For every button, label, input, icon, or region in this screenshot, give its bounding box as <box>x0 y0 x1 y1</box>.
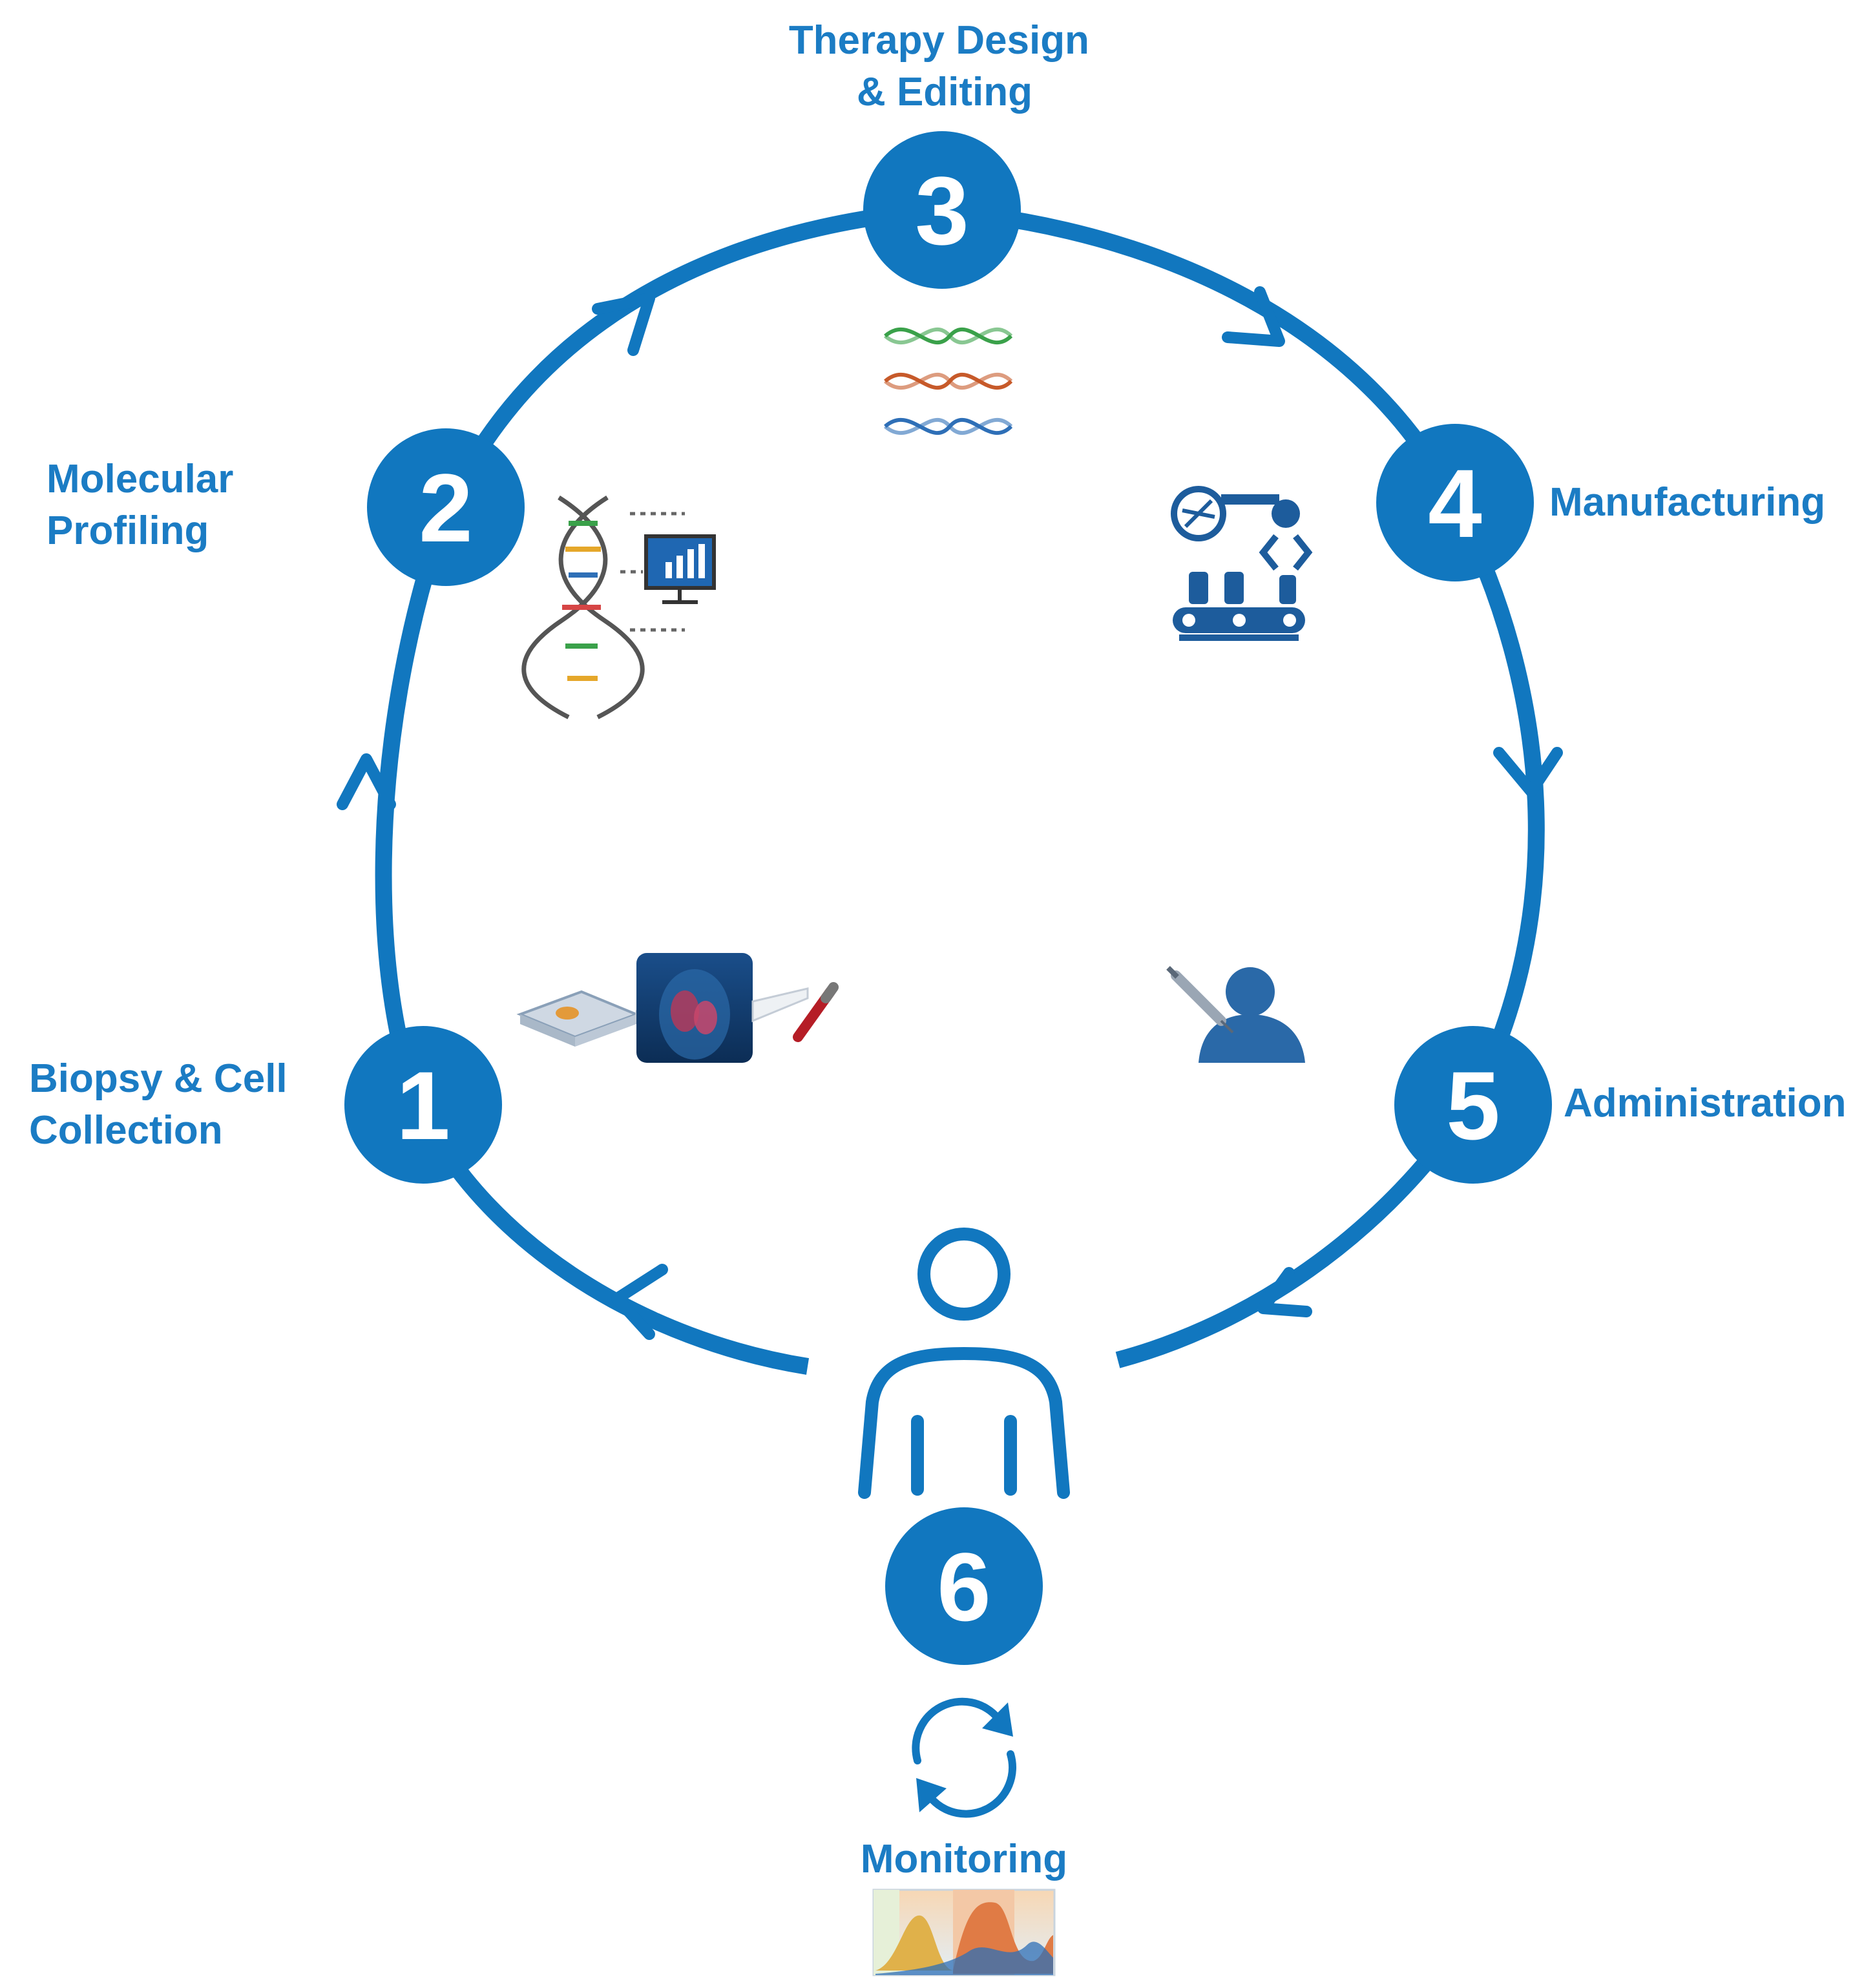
step-1-circle: 1 <box>344 1026 502 1184</box>
step-5-number: 5 <box>1446 1051 1500 1160</box>
step-2-circle: 2 <box>367 428 525 586</box>
step-2-number: 2 <box>419 454 472 562</box>
rna-strands-icon <box>884 327 1013 435</box>
arrow-down-left-icon <box>1257 1267 1312 1317</box>
direction-arrows <box>337 286 1563 1340</box>
ring-arc-2-3 <box>438 202 938 514</box>
arrow-up-right-icon <box>592 293 655 356</box>
ring-arc-3-4 <box>936 202 1461 505</box>
step-4-circle: 4 <box>1376 424 1534 581</box>
step-6-label: Monitoring <box>861 1837 1067 1881</box>
step-2-label: Molecular Profiling <box>47 457 245 553</box>
step-5-circle: 5 <box>1394 1026 1552 1184</box>
step-6-number: 6 <box>937 1533 990 1641</box>
monitoring-chart-thumbnail <box>872 1889 1056 1976</box>
ring-arc-4-5 <box>1446 496 1545 1109</box>
arrow-left-bottom-icon <box>611 1264 668 1340</box>
dna-analysis-icon <box>521 496 716 720</box>
step-4-label: Manufacturing <box>1549 480 1825 525</box>
step-5-label: Administration <box>1564 1081 1846 1125</box>
arrow-down-right-icon <box>1493 747 1563 797</box>
step-3-circle: 3 <box>863 131 1021 289</box>
arrow-up-left-icon <box>337 753 396 810</box>
step-1-label: Biopsy & Cell Collection <box>29 1056 299 1153</box>
ring-arc-1-2 <box>375 507 454 1118</box>
biopsy-scan-icon <box>516 953 839 1063</box>
step-6-circle: 6 <box>885 1507 1043 1665</box>
step-3-label: Therapy Design & Editing <box>789 18 1100 114</box>
cycle-ring <box>375 202 1545 1375</box>
arrow-right-down-icon <box>1222 286 1285 347</box>
step-3-number: 3 <box>915 156 969 265</box>
refresh-cycle-icon <box>912 1697 1016 1818</box>
patient-injection-icon <box>1166 966 1305 1063</box>
step-1-number: 1 <box>396 1051 450 1160</box>
factory-conveyor-icon <box>1171 486 1313 641</box>
person-outline-icon <box>858 1228 1070 1499</box>
step-4-number: 4 <box>1428 449 1482 558</box>
